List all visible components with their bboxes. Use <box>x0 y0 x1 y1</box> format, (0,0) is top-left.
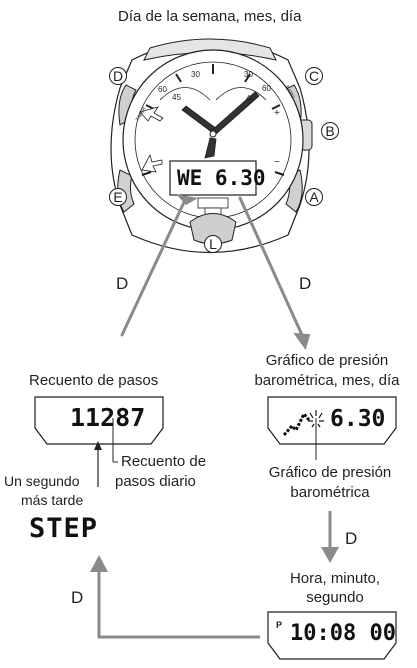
button-b-label: B <box>325 123 335 139</box>
baro-flash-icon <box>308 410 324 428</box>
dial-minus: − <box>274 157 280 168</box>
arrow-label-right: D <box>299 274 312 293</box>
dial-right-45: 45 <box>246 94 255 103</box>
time-title-line2: segundo <box>306 589 364 606</box>
dial-right-60: 60 <box>262 84 271 93</box>
arrow-label-down: D <box>345 529 358 548</box>
dial-left-45: 45 <box>172 93 181 102</box>
baro-title-line2: barométrica, mes, día <box>254 372 400 389</box>
dial-plus: + <box>274 108 280 119</box>
watch-lcd-display: WE 6.30 <box>177 166 266 190</box>
arrow-label-left: D <box>116 274 129 293</box>
dial-left-30: 30 <box>191 70 200 79</box>
baro-lcd-box <box>267 396 397 445</box>
button-d-label: D <box>112 68 124 84</box>
button-c-marker <box>305 67 323 85</box>
button-l-marker <box>204 235 222 253</box>
baro-callout-line1: Gráfico de presión <box>268 464 392 481</box>
callout-later-line2: más tarde <box>21 492 84 508</box>
baro-callout-line2: barométrica <box>290 484 370 501</box>
steps-value: 11287 <box>70 403 146 432</box>
dial-left-60: 60 <box>158 85 167 94</box>
button-c-label: C <box>308 68 320 84</box>
button-d-marker <box>109 67 127 85</box>
baro-graph-icon <box>282 411 311 436</box>
button-e-marker <box>109 188 127 206</box>
button-l-label: L <box>209 236 217 252</box>
dial-right-30: 30 <box>244 70 253 79</box>
time-value: 10:08 00 <box>290 621 396 646</box>
button-a-label: A <box>309 189 319 205</box>
button-a-marker <box>305 188 323 206</box>
time-pm-mark: P <box>276 620 283 630</box>
hand-tail <box>204 137 217 159</box>
step-label: STEP <box>29 513 99 544</box>
steps-title: Recuento de pasos <box>29 372 159 389</box>
callout-daily-line2: pasos diario <box>115 473 196 490</box>
arrow-label-bottom-left: D <box>71 588 84 607</box>
baro-value: 6.30 <box>330 406 386 432</box>
callout-later-line1: Un segundo <box>4 473 80 489</box>
time-title-line1: Hora, minuto, <box>289 570 381 587</box>
callout-daily-line1: Recuento de <box>121 453 207 470</box>
button-e-label: E <box>113 189 123 205</box>
steps-lcd-box <box>34 396 164 445</box>
baro-title-line1: Gráfico de presión <box>265 352 389 369</box>
button-b-marker <box>321 122 339 140</box>
time-lcd-box <box>267 611 397 660</box>
top-caption: Día de la semana, mes, día <box>118 8 302 25</box>
